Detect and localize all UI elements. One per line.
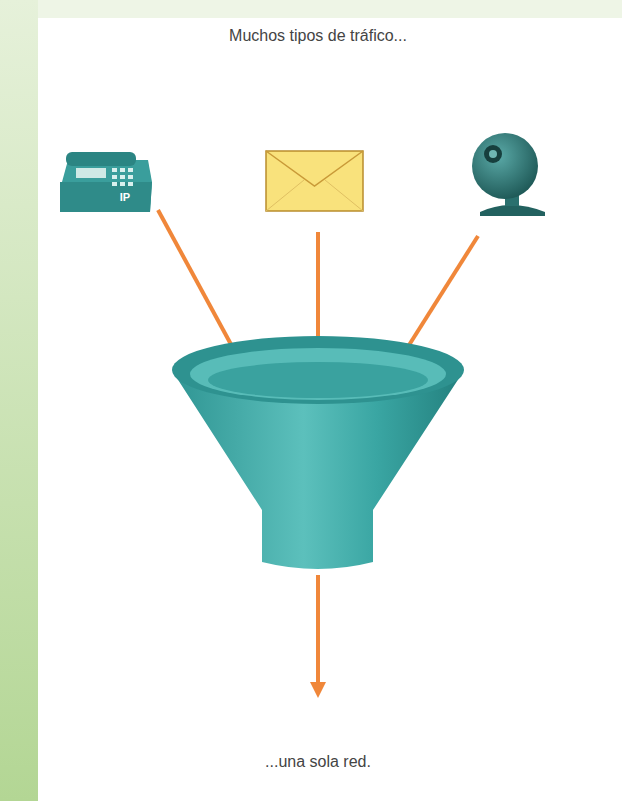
funnel-shape [172, 336, 464, 569]
output-arrow [316, 575, 320, 690]
ip-phone-icon [60, 152, 152, 212]
footer-text: ...una sola red. [265, 753, 371, 771]
header-text: Muchos tipos de tráfico... [229, 27, 407, 45]
phone-ip-mark: IP [120, 191, 130, 203]
webcam-icon [472, 133, 545, 216]
panel [38, 18, 622, 801]
side-strip [0, 0, 38, 801]
email-icon [266, 151, 363, 211]
